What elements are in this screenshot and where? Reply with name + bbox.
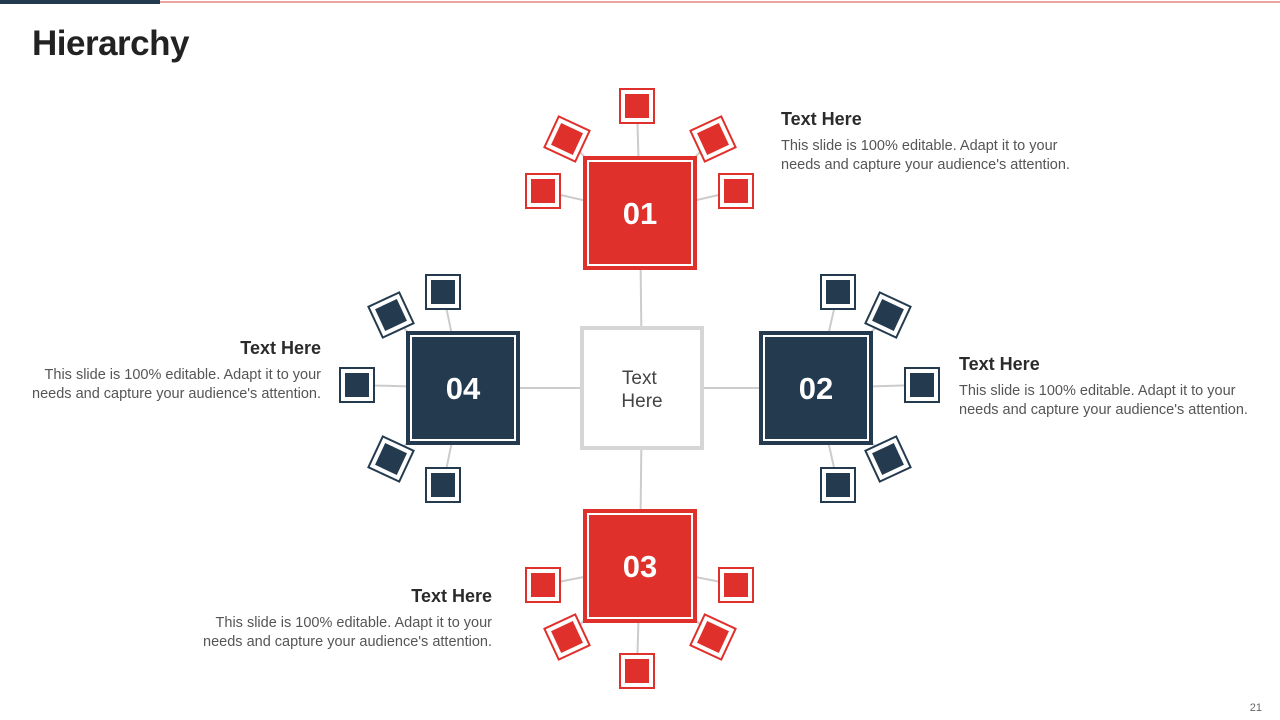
satellite-square-04-4: [367, 435, 415, 483]
node-03[interactable]: 03: [583, 509, 697, 623]
satellite-fill: [910, 373, 934, 397]
text-block-04-heading: Text Here: [240, 338, 321, 358]
satellite-squares: [339, 88, 940, 689]
node-01[interactable]: 01: [583, 156, 697, 270]
page-number: 21: [1249, 702, 1262, 714]
main-nodes: 01 02 03 04: [406, 156, 873, 623]
satellite-square-01-5: [718, 173, 754, 209]
node-02-outer: [759, 331, 873, 445]
node-01-number: 01: [623, 196, 657, 231]
satellite-square-04-1: [425, 274, 461, 310]
text-block-02-body: This slide is 100% editable. Adapt it to…: [959, 383, 1248, 418]
node-04-outer: [406, 331, 520, 445]
satellite-fill: [551, 621, 583, 653]
node-03-number: 03: [623, 549, 657, 584]
top-accent-bar-dark: [0, 0, 160, 4]
satellite-square-01-1: [525, 173, 561, 209]
satellite-square-01-3: [619, 88, 655, 124]
satellite-fill: [531, 179, 555, 203]
text-block-02: Text Here This slide is 100% editable. A…: [959, 354, 1249, 420]
satellite-fill: [431, 473, 455, 497]
center-node-box: [580, 326, 704, 450]
satellite-square-02-3: [904, 367, 940, 403]
text-block-03-body: This slide is 100% editable. Adapt it to…: [203, 615, 492, 650]
node-03-inner-border: [587, 513, 693, 619]
satellite-fill: [375, 443, 407, 475]
satellite-square-02-4: [864, 435, 912, 483]
satellite-square-02-1: [820, 274, 856, 310]
satellite-fill: [826, 473, 850, 497]
node-04-inner-border: [410, 335, 516, 441]
satellite-fill: [625, 659, 649, 683]
node-03-outer: [583, 509, 697, 623]
center-label-line-2: Here: [621, 391, 662, 412]
text-block-04: Text Here This slide is 100% editable. A…: [31, 338, 321, 404]
satellite-fill: [431, 280, 455, 304]
satellite-fill: [345, 373, 369, 397]
satellite-square-03-3: [619, 653, 655, 689]
satellite-fill: [697, 621, 729, 653]
node-02[interactable]: 02: [759, 331, 873, 445]
text-block-01: Text Here This slide is 100% editable. A…: [781, 109, 1071, 175]
satellite-fill: [724, 179, 748, 203]
satellite-square-03-2: [543, 613, 591, 661]
node-02-inner-border: [763, 335, 869, 441]
text-block-02-heading: Text Here: [959, 354, 1040, 374]
satellite-square-04-5: [425, 467, 461, 503]
satellite-fill: [872, 443, 904, 475]
satellite-square-03-1: [525, 567, 561, 603]
satellite-square-04-3: [339, 367, 375, 403]
satellite-square-04-2: [367, 291, 415, 339]
satellite-square-01-2: [543, 115, 591, 163]
satellite-fill: [826, 280, 850, 304]
text-block-01-body: This slide is 100% editable. Adapt it to…: [781, 138, 1070, 173]
satellite-fill: [872, 299, 904, 331]
node-04-number: 04: [446, 371, 481, 406]
node-01-inner-border: [587, 160, 693, 266]
satellite-square-03-5: [718, 567, 754, 603]
satellite-fill: [724, 573, 748, 597]
satellite-square-01-4: [689, 115, 737, 163]
text-block-03: Text Here This slide is 100% editable. A…: [202, 586, 492, 652]
node-02-number: 02: [799, 371, 833, 406]
center-node-label: Text Here: [621, 368, 662, 412]
node-04[interactable]: 04: [406, 331, 520, 445]
text-block-01-heading: Text Here: [781, 109, 862, 129]
text-block-03-heading: Text Here: [411, 586, 492, 606]
center-label-line-1: Text: [622, 368, 658, 389]
center-node[interactable]: Text Here: [580, 326, 704, 450]
satellite-fill: [625, 94, 649, 118]
satellite-square-03-4: [689, 613, 737, 661]
node-01-outer: [583, 156, 697, 270]
satellite-fill: [531, 573, 555, 597]
text-block-04-body: This slide is 100% editable. Adapt it to…: [32, 367, 321, 402]
satellite-fill: [551, 123, 583, 155]
satellite-fill: [697, 123, 729, 155]
satellite-square-02-5: [820, 467, 856, 503]
page-title: Hierarchy: [32, 24, 189, 63]
satellite-fill: [375, 299, 407, 331]
satellite-square-02-2: [864, 291, 912, 339]
top-accent-bar-light: [160, 1, 1280, 3]
